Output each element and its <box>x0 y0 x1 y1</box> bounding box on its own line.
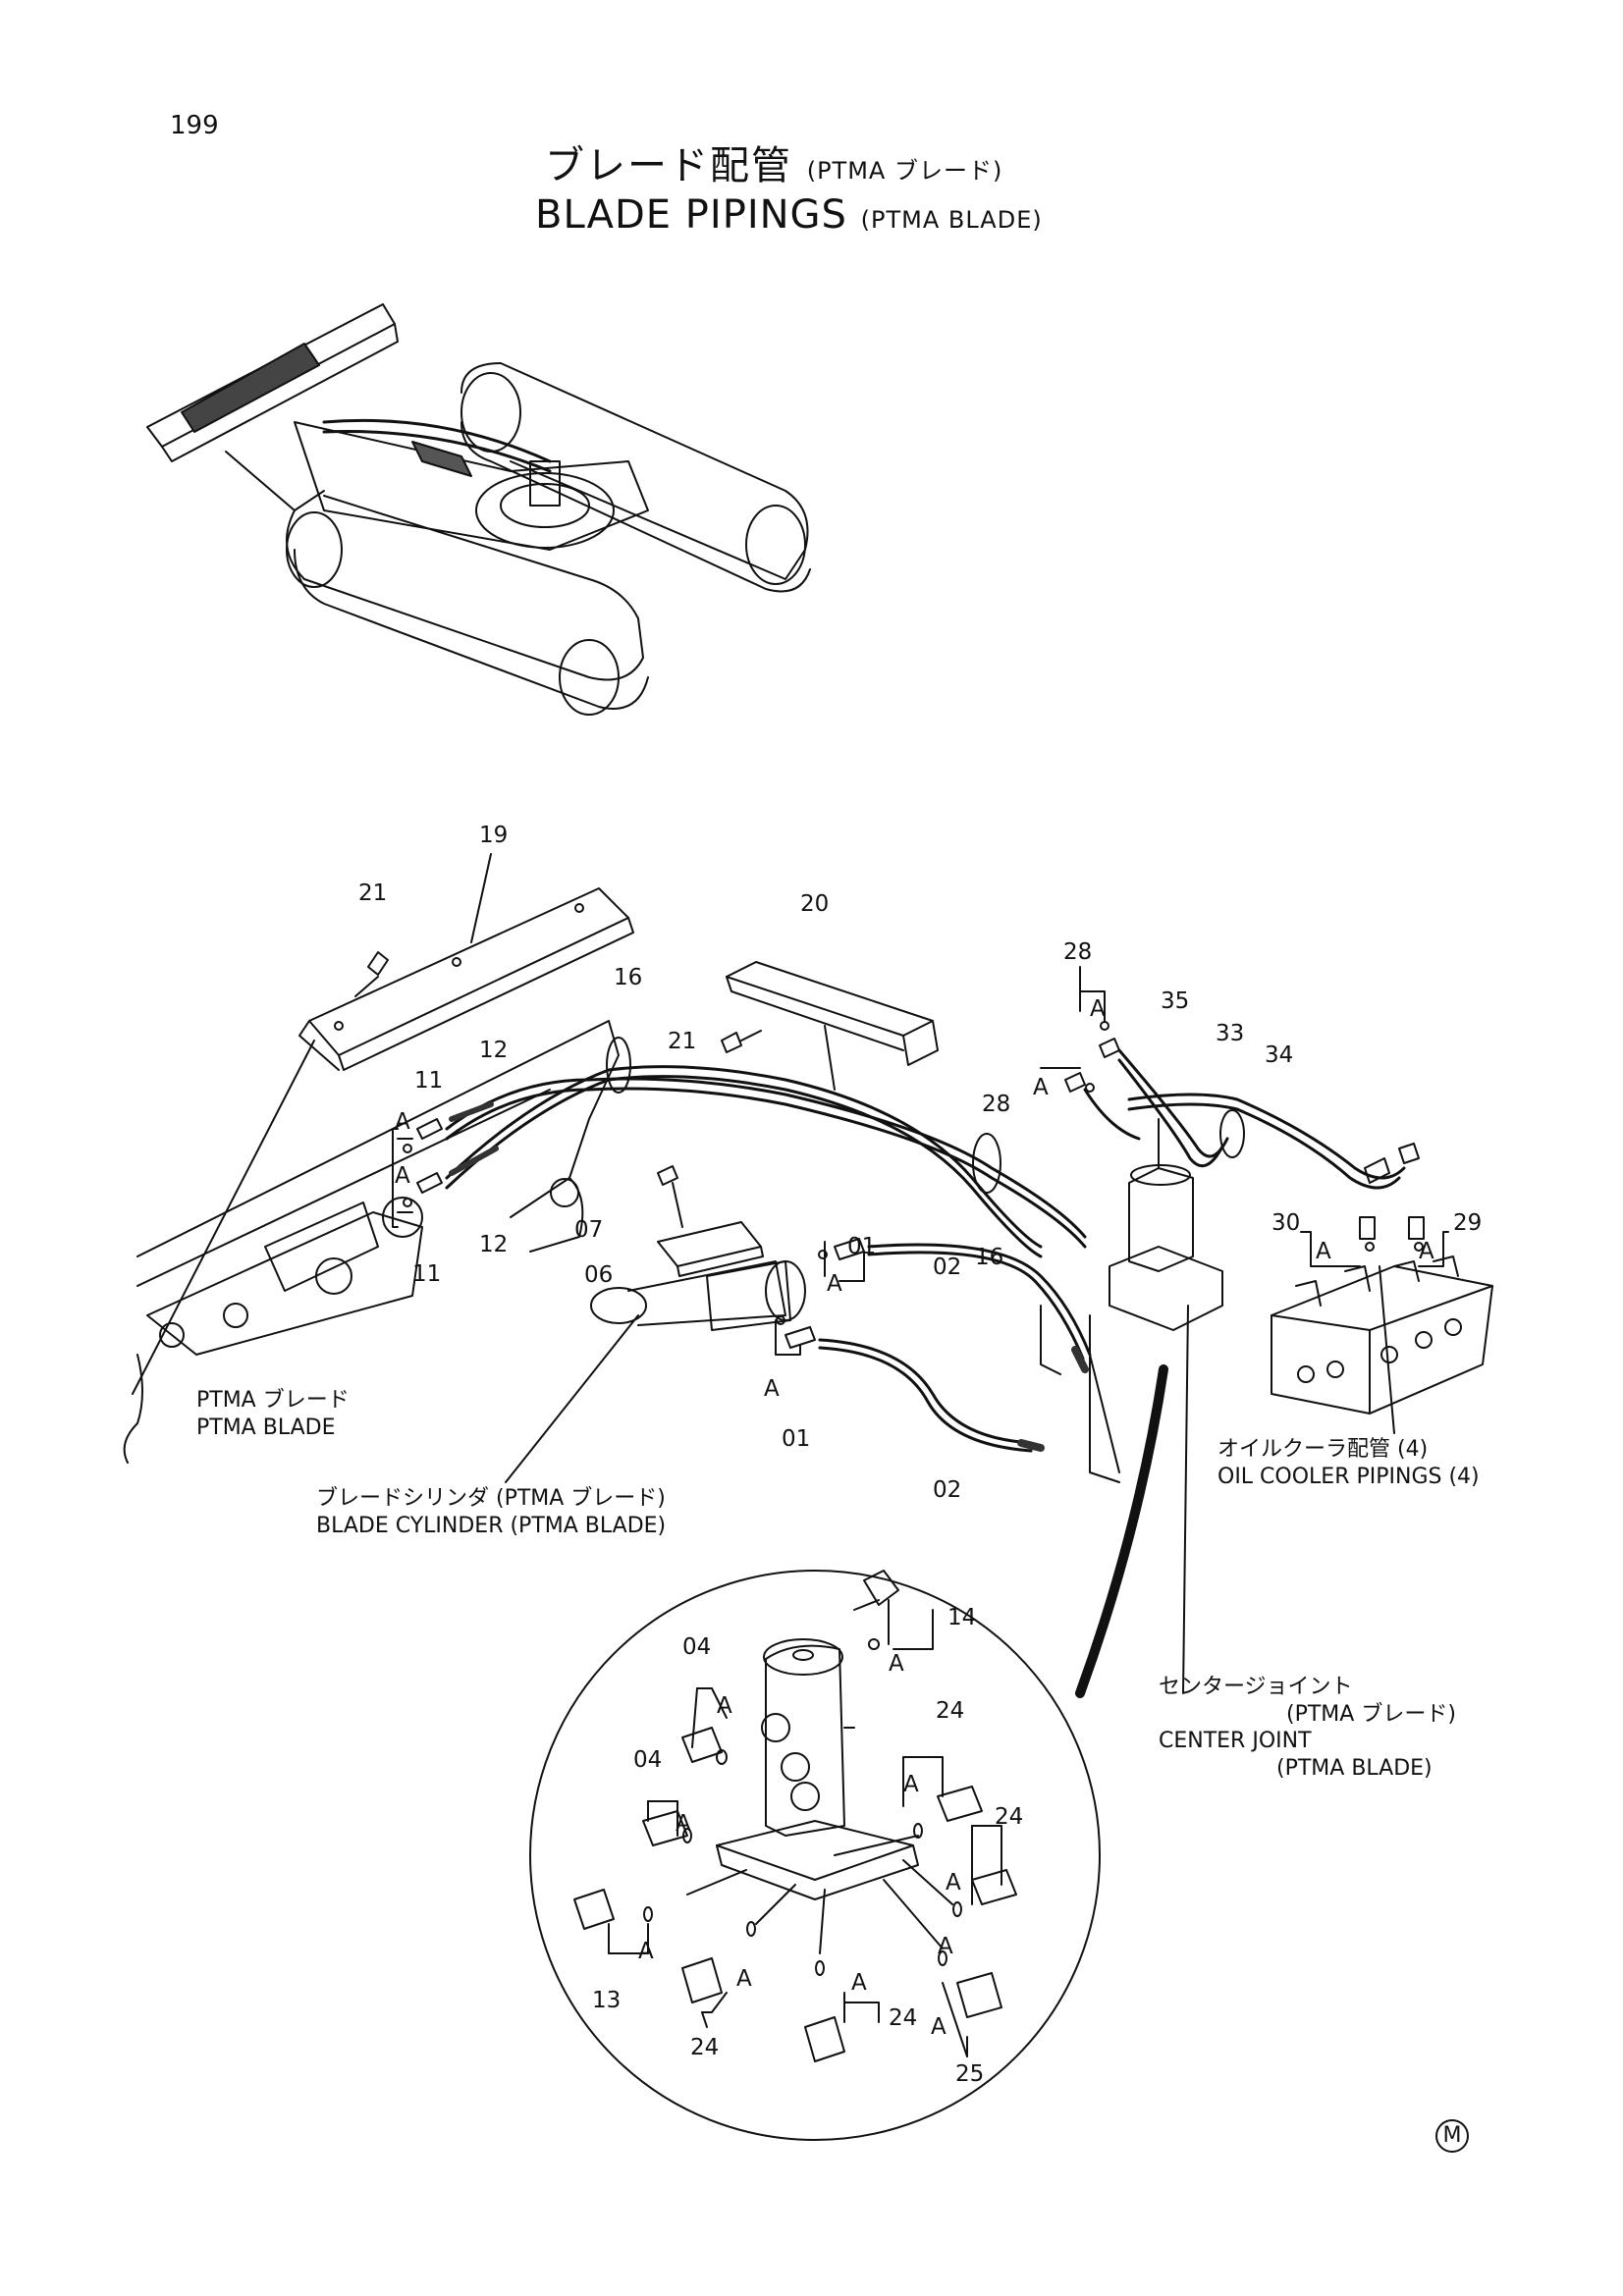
label-oil-cooler-en: OIL COOLER PIPINGS (4) <box>1217 1464 1480 1489</box>
callout-24-d: 24 <box>889 2005 918 2031</box>
label-oil-cooler-jp: オイルクーラ配管 (4) <box>1217 1437 1429 1462</box>
ref-a: A <box>736 1966 752 1992</box>
label-ptma-blade-en: PTMA BLADE <box>196 1415 336 1440</box>
ref-a: A <box>1090 996 1106 1022</box>
ref-a: A <box>938 1934 953 1959</box>
label-ptma-blade: PTMA ブレード PTMA BLADE <box>196 1387 350 1441</box>
label-center-joint: センタージョイント (PTMA ブレード) CENTER JOINT (PTMA… <box>1159 1674 1456 1782</box>
callout-35: 35 <box>1161 988 1190 1014</box>
ref-a: A <box>946 1870 961 1896</box>
callout-24-b: 24 <box>995 1804 1024 1830</box>
ref-a: A <box>827 1271 842 1297</box>
callout-16-b: 16 <box>975 1245 1004 1270</box>
ref-a: A <box>638 1939 654 1964</box>
ref-a: A <box>395 1109 410 1135</box>
ref-a: A <box>903 1772 919 1797</box>
callout-02: 02 <box>933 1255 962 1280</box>
callout-01: 01 <box>847 1234 877 1259</box>
callout-33: 33 <box>1216 1021 1245 1046</box>
ref-a: A <box>1419 1239 1434 1264</box>
ref-a: A <box>717 1693 732 1719</box>
callout-06: 06 <box>584 1262 614 1288</box>
center-joint-detail <box>529 1570 1101 2141</box>
ref-a: A <box>1316 1239 1331 1264</box>
ref-a: A <box>889 1651 904 1677</box>
callout-13: 13 <box>592 1988 622 2013</box>
label-center-joint-jp-1: センタージョイント <box>1159 1675 1353 1699</box>
callout-16: 16 <box>614 965 643 990</box>
title-japanese: ブレード配管 (PTMA ブレード) <box>545 133 1002 190</box>
callout-12: 12 <box>479 1038 509 1063</box>
label-oil-cooler-pipings: オイルクーラ配管 (4) OIL COOLER PIPINGS (4) <box>1217 1436 1480 1490</box>
label-blade-cylinder-jp: ブレードシリンダ (PTMA ブレード) <box>316 1486 666 1511</box>
callout-04: 04 <box>682 1634 712 1660</box>
reference-brackets <box>397 966 1449 1356</box>
callout-14: 14 <box>947 1605 977 1630</box>
callout-19: 19 <box>479 823 509 848</box>
label-blade-cylinder: ブレードシリンダ (PTMA ブレード) BLADE CYLINDER (PTM… <box>316 1485 666 1539</box>
title-en-sub: (PTMA BLADE) <box>860 206 1043 234</box>
callout-34: 34 <box>1265 1042 1294 1068</box>
ref-a: A <box>1033 1075 1049 1100</box>
label-center-joint-en-1: CENTER JOINT <box>1159 1729 1312 1753</box>
callout-02-b: 02 <box>933 1477 962 1503</box>
ref-a: A <box>676 1811 691 1837</box>
callout-28: 28 <box>1063 939 1093 965</box>
label-center-joint-en-2: (PTMA BLADE) <box>1276 1755 1433 1781</box>
ref-a: A <box>764 1376 780 1402</box>
ref-a: A <box>931 2014 947 2040</box>
manufacturer-mark: M <box>1435 2119 1469 2153</box>
callout-29: 29 <box>1453 1210 1483 1236</box>
ref-a: A <box>851 1970 867 1996</box>
title-english: BLADE PIPINGS (PTMA BLADE) <box>535 192 1043 238</box>
title-jp-sub: (PTMA ブレード) <box>806 157 1003 185</box>
callout-25: 25 <box>955 2061 985 2087</box>
callout-07: 07 <box>574 1217 604 1243</box>
callout-24: 24 <box>936 1698 965 1724</box>
ref-a: A <box>395 1163 410 1189</box>
callout-04-b: 04 <box>633 1747 663 1773</box>
callout-21-b: 21 <box>668 1029 697 1054</box>
label-blade-cylinder-en: BLADE CYLINDER (PTMA BLADE) <box>316 1513 667 1538</box>
callout-21: 21 <box>358 881 388 906</box>
page-number: 199 <box>170 111 219 140</box>
title-en-main: BLADE PIPINGS <box>535 192 847 238</box>
callout-24-c: 24 <box>690 2035 720 2060</box>
callout-30: 30 <box>1271 1210 1301 1236</box>
title-jp-main: ブレード配管 <box>545 143 792 188</box>
callout-28-b: 28 <box>982 1092 1011 1117</box>
callout-20: 20 <box>800 891 830 917</box>
callout-01-b: 01 <box>782 1426 811 1452</box>
label-ptma-blade-jp: PTMA ブレード <box>196 1388 350 1413</box>
main-exploded-diagram <box>123 853 1493 1698</box>
callout-12-b: 12 <box>479 1232 509 1257</box>
callout-11: 11 <box>414 1068 444 1094</box>
label-center-joint-jp-2: (PTMA ブレード) <box>1286 1701 1456 1727</box>
overview-machine-sketch <box>146 303 811 716</box>
callout-11-b: 11 <box>412 1261 442 1287</box>
